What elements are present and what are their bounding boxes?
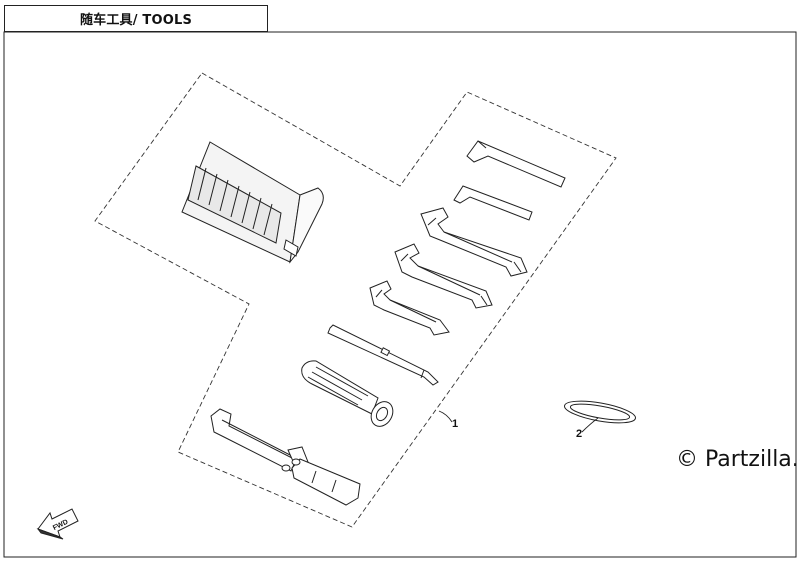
wrench-3 xyxy=(369,280,450,336)
diagram-title: 随车工具/ TOOLS xyxy=(4,5,268,32)
screwdriver-handle xyxy=(301,360,394,427)
outer-border xyxy=(3,31,797,558)
wrench-1 xyxy=(420,207,528,277)
hex-key-small xyxy=(453,185,533,221)
leader-line-2 xyxy=(581,417,599,433)
watermark: © Partzilla.c xyxy=(676,447,800,472)
hex-key-large xyxy=(466,140,566,188)
leader-line-1 xyxy=(438,410,453,423)
tool-pouch xyxy=(181,141,324,264)
kit-outline xyxy=(94,72,617,528)
callout-1: 1 xyxy=(452,418,459,430)
o-ring xyxy=(564,400,636,424)
wrench-2 xyxy=(394,243,493,309)
spark-plug-wrench xyxy=(210,408,361,506)
screwdriver-bit xyxy=(327,324,439,386)
fwd-arrow-icon: FWD xyxy=(36,508,79,540)
callout-2: 2 xyxy=(576,428,583,440)
